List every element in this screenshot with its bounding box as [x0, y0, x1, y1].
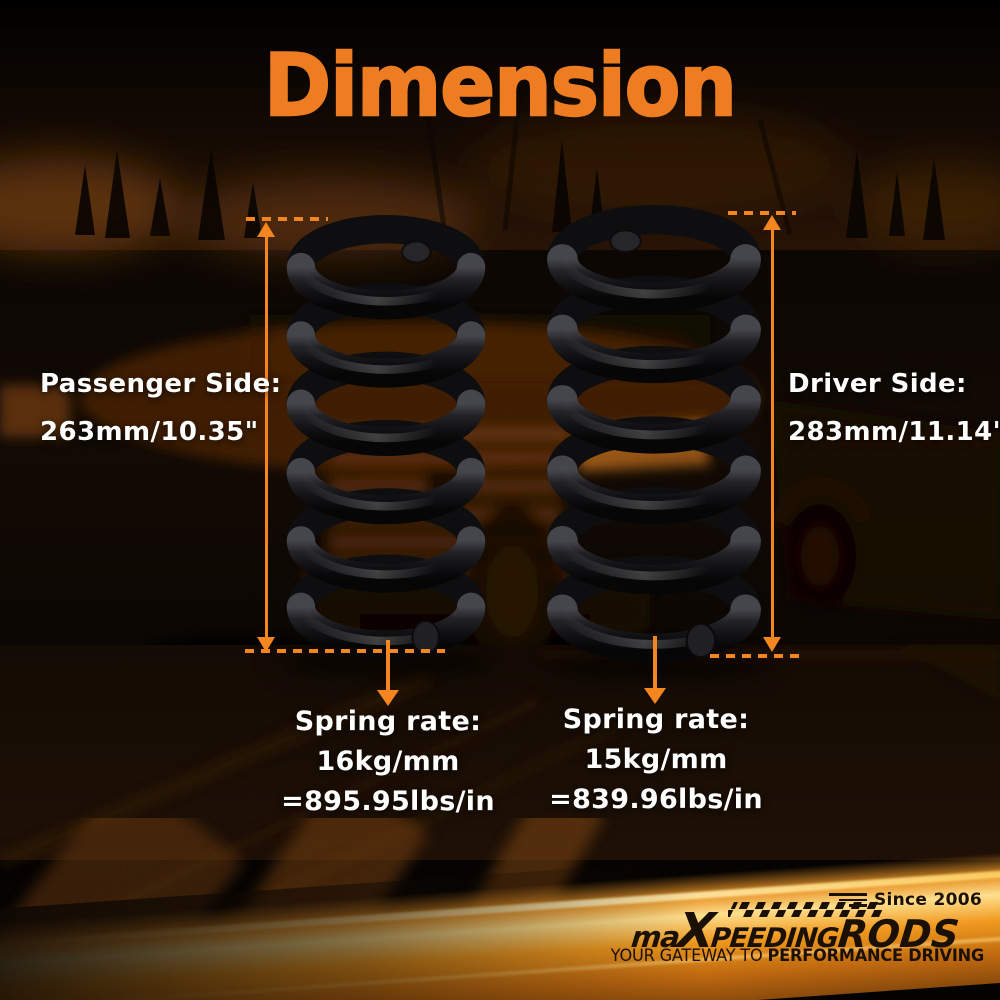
driver-bottom-dashed-line	[710, 654, 802, 658]
page-title: Dimension	[263, 35, 738, 138]
driver-rate-label: Spring rate:	[562, 704, 750, 735]
since-label: Since 2006	[873, 890, 982, 910]
driver-rate-block: Spring rate: 15kg/mm =839.96lbs/in	[536, 700, 776, 820]
brand-tagline: YOUR GATEWAY TO PERFORMANCE DRIVING	[610, 946, 985, 966]
tagline-regular: YOUR GATEWAY TO	[610, 946, 768, 966]
passenger-side-label: Passenger Side:	[40, 369, 282, 399]
driver-side-label: Driver Side:	[788, 369, 967, 399]
passenger-rate-block: Spring rate: 16kg/mm =895.95lbs/in	[268, 702, 508, 822]
passenger-coil-spring-image	[286, 214, 486, 660]
passenger-height-value: 263mm/10.35"	[40, 417, 259, 447]
checkered-flag-icon	[728, 902, 883, 917]
driver-top-dashed-line	[728, 211, 796, 215]
passenger-rate-imperial: =895.95lbs/in	[281, 786, 495, 817]
driver-rate-arrow	[644, 636, 666, 704]
driver-height-arrow	[763, 215, 781, 652]
maxpeedingrods-logo: Since 2006 maXPEEDINGRODS YOUR GATEWAY T…	[611, 890, 985, 966]
tagline-bold: PERFORMANCE DRIVING	[767, 946, 984, 966]
passenger-height-arrow	[257, 222, 275, 652]
driver-height-value: 283mm/11.14"	[788, 417, 1000, 447]
passenger-bottom-dashed-line	[245, 649, 445, 653]
passenger-top-dashed-line	[246, 217, 328, 221]
driver-coil-spring-image	[547, 204, 761, 664]
driver-side-block: Driver Side: 283mm/11.14"	[788, 360, 1000, 456]
passenger-rate-label: Spring rate:	[294, 706, 482, 737]
passenger-rate-arrow	[377, 640, 399, 706]
driver-rate-metric: 15kg/mm	[584, 744, 728, 775]
passenger-side-block: Passenger Side: 263mm/10.35"	[40, 360, 281, 456]
driver-rate-imperial: =839.96lbs/in	[549, 784, 763, 815]
passenger-rate-metric: 16kg/mm	[316, 746, 460, 777]
